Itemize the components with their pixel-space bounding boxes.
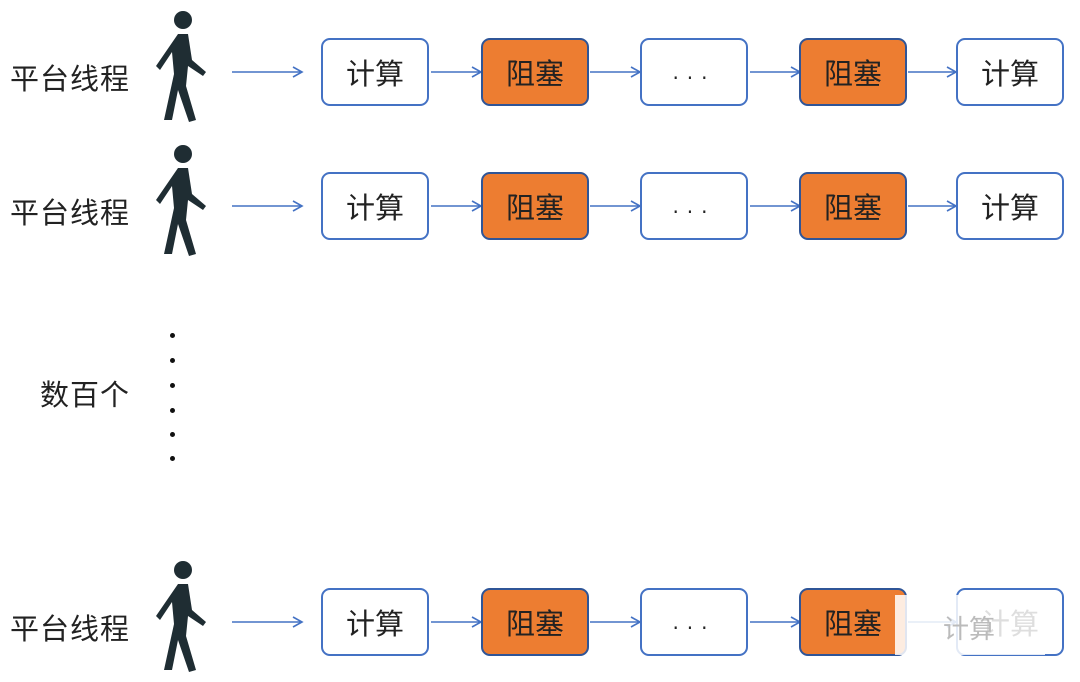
blocked-step: 阻塞 <box>481 588 589 656</box>
flow-arrow <box>431 66 483 78</box>
flow-arrow <box>232 66 304 78</box>
compute-step: 计算 <box>956 38 1064 106</box>
ellipsis-step: ... <box>640 38 748 106</box>
flow-arrow <box>232 616 304 628</box>
flow-arrow <box>232 200 304 212</box>
blocked-step: 阻塞 <box>799 38 907 106</box>
watermark-text: 计算 <box>943 615 996 645</box>
blocked-step: 阻塞 <box>799 172 907 240</box>
ellipsis-dot <box>170 383 175 388</box>
flow-arrow <box>431 616 483 628</box>
compute-step: 计算 <box>321 588 429 656</box>
ellipsis-dot <box>170 408 175 413</box>
flow-arrow <box>750 616 802 628</box>
blocked-step: 阻塞 <box>799 588 907 656</box>
compute-step: 计算 <box>321 172 429 240</box>
thread-label: 平台线程 <box>10 612 131 646</box>
ellipsis-dot <box>170 358 175 363</box>
blocked-step: 阻塞 <box>481 172 589 240</box>
walking-person-icon <box>156 145 206 256</box>
watermark-overlay: 计算 <box>895 595 1045 655</box>
walking-person-icon <box>156 11 206 122</box>
thread-label: 平台线程 <box>10 196 131 230</box>
compute-step: 计算 <box>956 172 1064 240</box>
walking-person-icon <box>156 561 206 672</box>
flow-arrow <box>590 200 642 212</box>
thread-row-1: 平台线程 计算 阻塞 ... 阻塞 计算 <box>0 11 1080 122</box>
flow-arrow <box>750 200 802 212</box>
vertical-ellipsis <box>170 330 180 465</box>
flow-arrow <box>590 616 642 628</box>
ellipsis-step: ... <box>640 588 748 656</box>
ellipsis-dot <box>170 432 175 437</box>
flow-arrow <box>908 200 958 212</box>
blocked-step: 阻塞 <box>481 38 589 106</box>
ellipsis-dot <box>170 456 175 461</box>
thread-label: 平台线程 <box>10 62 131 96</box>
compute-step: 计算 <box>321 38 429 106</box>
flow-arrow <box>590 66 642 78</box>
flow-arrow <box>750 66 802 78</box>
flow-arrow <box>431 200 483 212</box>
thread-row-2: 平台线程 计算 阻塞 ... 阻塞 计算 <box>0 145 1080 256</box>
ellipsis-dot <box>170 333 175 338</box>
ellipsis-step: ... <box>640 172 748 240</box>
flow-arrow <box>908 66 958 78</box>
thread-count-label: 数百个 <box>40 378 131 412</box>
